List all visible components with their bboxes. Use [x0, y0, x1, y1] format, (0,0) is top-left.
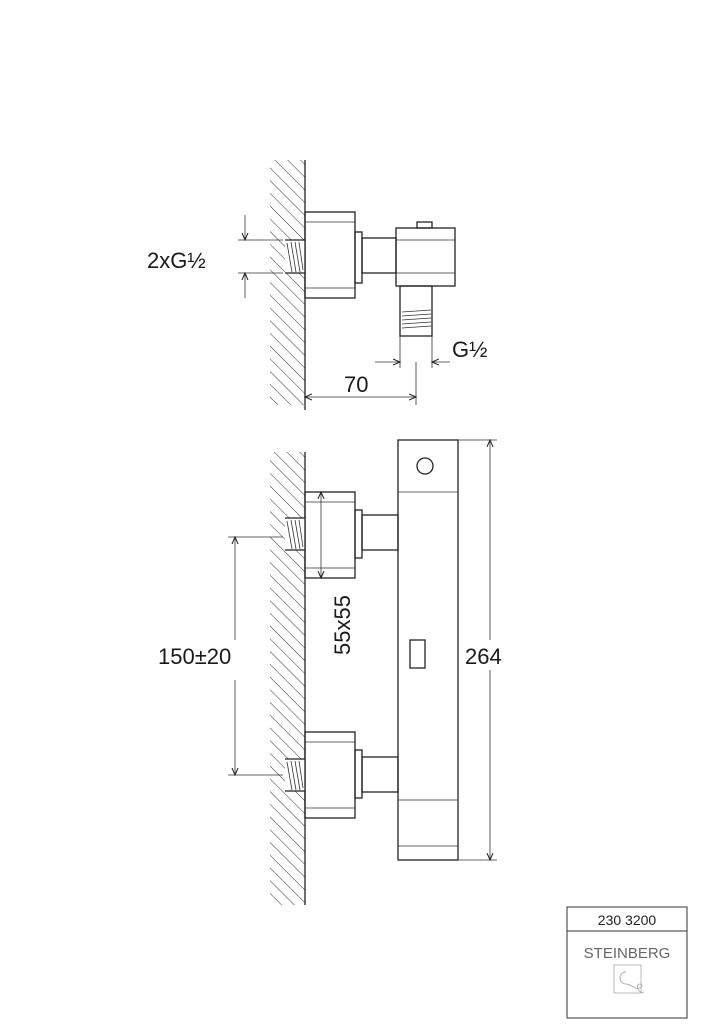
upper-connection [285, 491, 399, 579]
wall-hatch [270, 160, 305, 405]
flange-size-label: 55x55 [330, 595, 355, 655]
projection-label: 70 [344, 372, 368, 397]
wall-flange [304, 211, 356, 299]
article-number: 230 3200 [598, 912, 657, 928]
connector-pipe [361, 237, 397, 274]
height-label: 264 [465, 644, 502, 669]
lower-connection [285, 731, 399, 819]
outlet-thread [401, 309, 432, 329]
valve-body [395, 227, 456, 287]
center-distance-label: 150±20 [158, 644, 231, 669]
brand-logo-icon [613, 964, 645, 994]
flange-collar [354, 231, 363, 284]
brand-name: STEINBERG [584, 945, 671, 962]
indicator-window [409, 639, 426, 669]
top-cap [416, 221, 433, 229]
front-view: 55x55 150±20 264 [158, 440, 516, 905]
thermostat-body [397, 439, 459, 861]
inlet-thread [285, 239, 305, 274]
outlet-pipe [399, 285, 433, 337]
inlet-thread-label: 2xG½ [147, 248, 206, 273]
title-block: 230 3200 STEINBERG [566, 906, 688, 1019]
outlet-thread-label: G½ [452, 337, 487, 362]
safety-button [416, 457, 434, 475]
side-view: 2xG½ G½ 70 [147, 160, 487, 410]
